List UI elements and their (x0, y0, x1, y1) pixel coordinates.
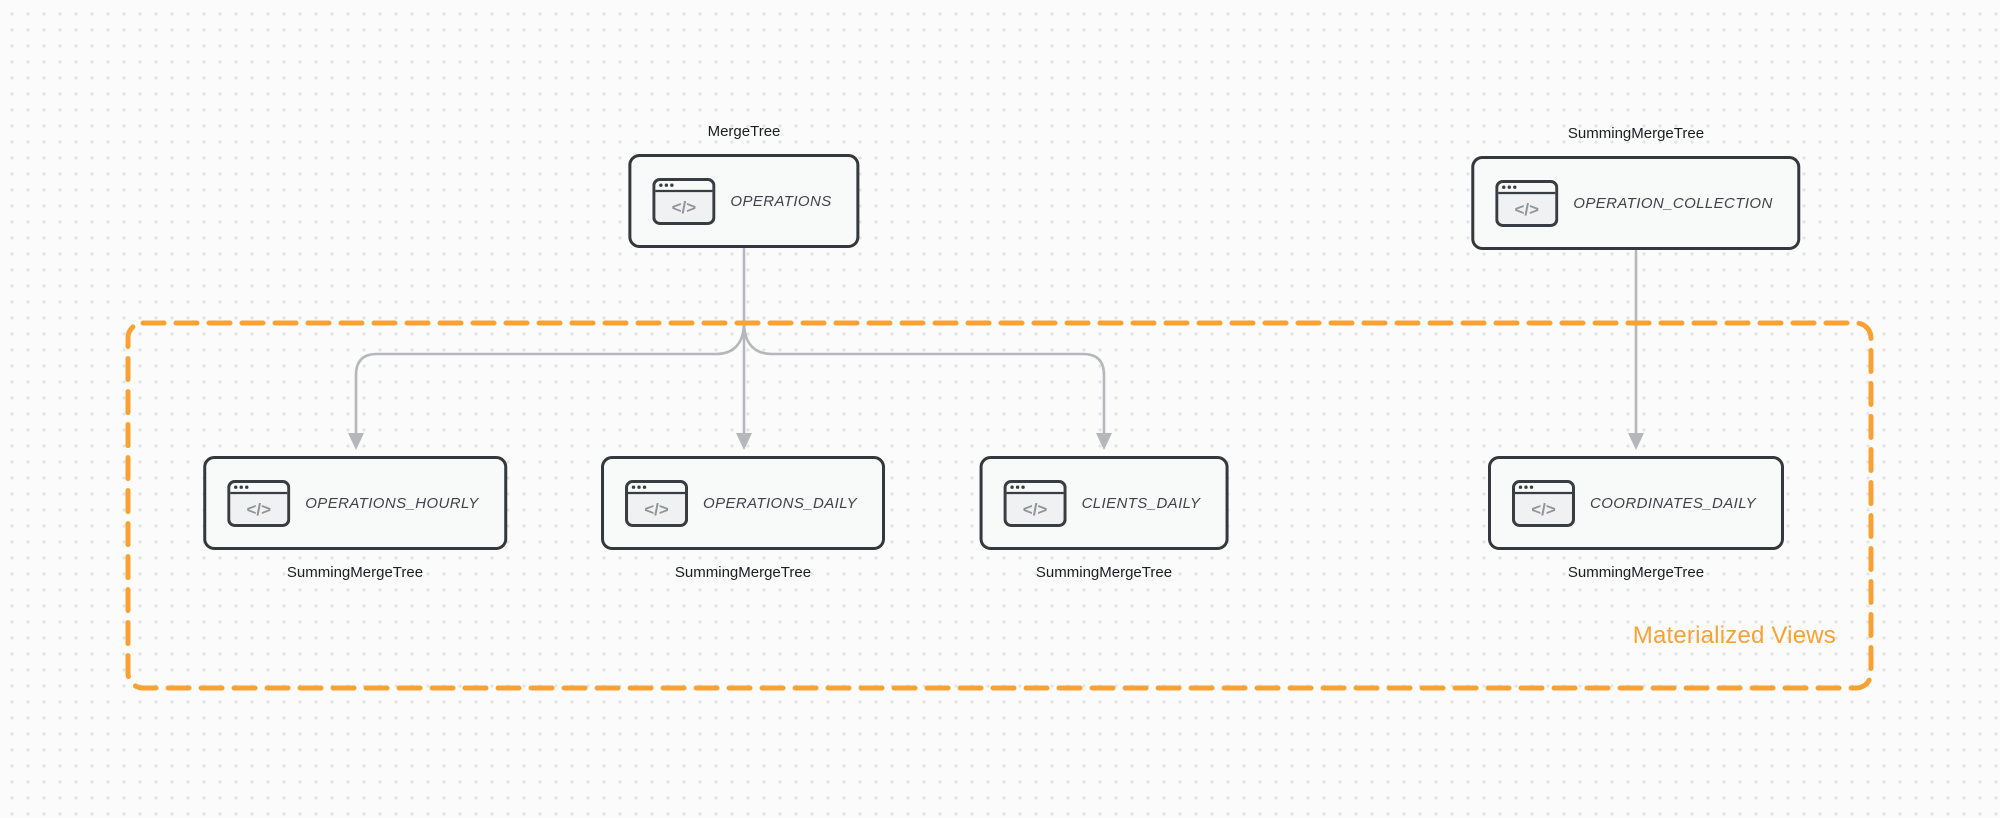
table-node-box[interactable]: </> OPERATIONS (628, 154, 860, 248)
engine-label: SummingMergeTree (1567, 125, 1705, 142)
node-operations-daily[interactable]: </> OPERATIONS_DAILY SummingMergeTree (601, 456, 885, 583)
svg-text:</>: </> (644, 500, 669, 519)
engine-label: SummingMergeTree (1035, 564, 1173, 581)
node-clients-daily[interactable]: </> CLIENTS_DAILY SummingMergeTree (979, 456, 1229, 583)
code-window-icon: </> (1495, 179, 1559, 227)
table-node-box[interactable]: </> OPERATIONS_DAILY (601, 456, 885, 550)
arrowhead-coordinates-daily (1628, 433, 1644, 450)
edge-operations-to-operations-hourly (354, 320, 746, 436)
engine-label: SummingMergeTree (286, 564, 424, 581)
table-name-label: OPERATIONS_HOURLY (305, 494, 479, 512)
arrowhead-clients-daily (1096, 433, 1112, 450)
code-window-icon: </> (652, 177, 716, 225)
table-name-label: OPERATIONS_DAILY (703, 494, 857, 512)
svg-text:</>: </> (246, 500, 271, 519)
code-window-icon: </> (1003, 479, 1067, 527)
node-coordinates-daily[interactable]: </> COORDINATES_DAILY SummingMergeTree (1487, 456, 1785, 583)
node-operations-hourly[interactable]: </> OPERATIONS_HOURLY SummingMergeTree (203, 456, 507, 583)
engine-label: SummingMergeTree (674, 564, 812, 581)
node-operations[interactable]: MergeTree </> OPERATIONS (628, 122, 860, 248)
code-window-icon: </> (625, 479, 689, 527)
table-node-box[interactable]: </> COORDINATES_DAILY (1487, 456, 1785, 550)
code-window-icon: </> (227, 479, 291, 527)
table-node-box[interactable]: </> OPERATIONS_HOURLY (203, 456, 507, 550)
edge-operations-to-clients-daily (742, 320, 1106, 436)
svg-text:</>: </> (1531, 500, 1556, 519)
table-node-box[interactable]: </> OPERATION_COLLECTION (1471, 156, 1801, 250)
svg-text:</>: </> (1023, 500, 1048, 519)
materialized-views-caption: Materialized Views (1632, 622, 1836, 649)
node-operation-collection[interactable]: SummingMergeTree </> OPERATION_COLLECTIO… (1471, 124, 1801, 250)
table-name-label: COORDINATES_DAILY (1589, 494, 1757, 512)
arrowhead-operations-hourly (348, 433, 364, 450)
arrowhead-operations-daily (736, 433, 752, 450)
engine-label: SummingMergeTree (1567, 564, 1705, 581)
table-name-label: CLIENTS_DAILY (1081, 494, 1201, 512)
svg-text:</>: </> (672, 198, 697, 217)
code-window-icon: </> (1511, 479, 1575, 527)
table-node-box[interactable]: </> CLIENTS_DAILY (979, 456, 1229, 550)
svg-text:</>: </> (1514, 200, 1539, 219)
table-name-label: OPERATION_COLLECTION (1573, 194, 1773, 212)
table-name-label: OPERATIONS (730, 192, 832, 210)
engine-label: MergeTree (707, 123, 781, 140)
